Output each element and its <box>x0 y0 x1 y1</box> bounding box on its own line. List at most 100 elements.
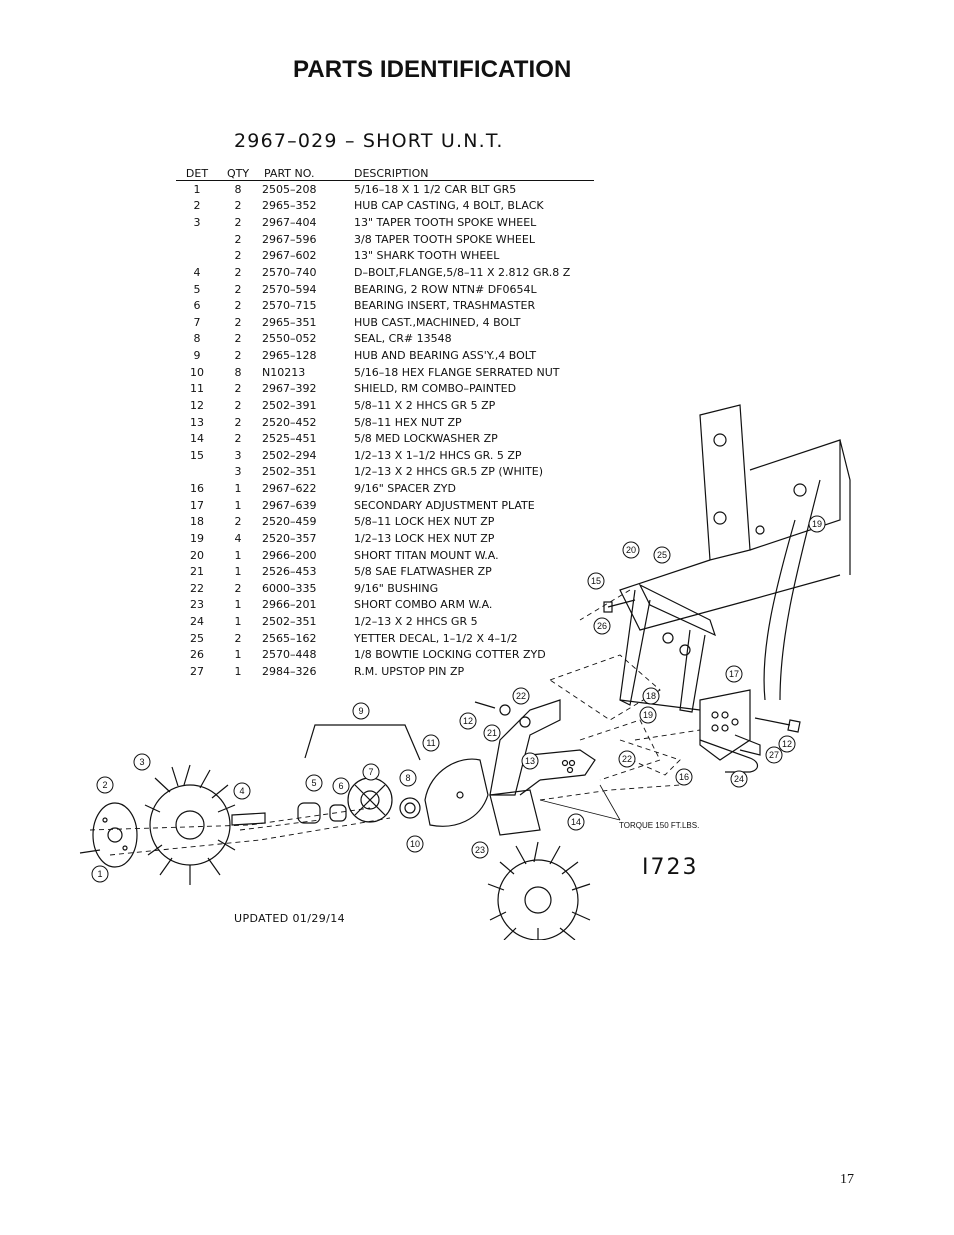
cell-qty: 2 <box>234 382 242 396</box>
callout-circle <box>808 515 826 533</box>
callout-12: 12 <box>459 712 477 730</box>
callout-label: 11 <box>426 738 435 748</box>
cell-description: 5/16–18 HEX FLANGE SERRATED NUT <box>354 365 560 379</box>
cell-part-no: 2965–352 <box>262 199 317 213</box>
drawing-title: 2967–029 – SHORT U.N.T. <box>234 130 504 152</box>
callout-circle <box>730 770 748 788</box>
cell-part-no: 2525–451 <box>262 432 317 446</box>
callout-label: 16 <box>679 772 689 782</box>
cell-part-no: 2502–391 <box>262 398 317 412</box>
callout-16: 16 <box>675 768 693 786</box>
callout-label: 22 <box>622 754 632 764</box>
callout-label: 18 <box>646 691 656 701</box>
callout-22: 22 <box>618 750 636 768</box>
header-description: DESCRIPTION <box>354 164 594 181</box>
callout-25: 25 <box>653 546 671 564</box>
callout-label: 25 <box>657 550 667 560</box>
callout-circle <box>459 712 477 730</box>
callout-circle <box>96 776 114 794</box>
cell-qty: 1 <box>234 648 242 662</box>
cell-qty: 2 <box>234 415 242 429</box>
cell-det: 11 <box>190 382 204 396</box>
cell-description: HUB AND BEARING ASS'Y.,4 BOLT <box>354 349 537 363</box>
callout-19: 19 <box>808 515 826 533</box>
callout-circle <box>593 617 611 635</box>
cell-part-no: 2502–351 <box>262 615 317 629</box>
bearing-insert <box>329 804 347 822</box>
cell-det: 16 <box>190 482 204 496</box>
cell-description: HUB CAP CASTING, 4 BOLT, BLACK <box>354 199 544 213</box>
cell-det <box>176 231 218 248</box>
callout-label: 7 <box>368 767 373 777</box>
callout-15: 15 <box>587 572 605 590</box>
cell-part-no: 2967–404 <box>262 216 317 230</box>
cell-det: 4 <box>193 265 201 279</box>
cell-description: 9/16" BUSHING <box>354 581 439 595</box>
hub-cap <box>92 802 138 868</box>
callout-18: 18 <box>642 687 660 705</box>
page-title: PARTS IDENTIFICATION <box>293 56 572 83</box>
cell-part-no: 2520–452 <box>262 415 317 429</box>
callout-circle <box>725 665 743 683</box>
callout-label: 4 <box>239 786 244 796</box>
callout-circle <box>653 546 671 564</box>
cell-description: YETTER DECAL, 1–1/2 X 4–1/2 <box>354 631 518 645</box>
callout-5: 5 <box>305 774 323 792</box>
callout-circle <box>305 774 323 792</box>
cell-det: 2 <box>193 199 201 213</box>
callout-circle <box>233 782 251 800</box>
cell-det: 20 <box>190 548 204 562</box>
callout-21: 21 <box>483 724 501 742</box>
cell-det: 12 <box>190 398 204 412</box>
shield <box>424 758 489 827</box>
callout-label: 15 <box>591 576 601 586</box>
upstop-pin <box>699 739 759 773</box>
callout-circle <box>618 750 636 768</box>
cell-part-no: 2984–326 <box>262 664 317 678</box>
cell-qty: 2 <box>234 349 242 363</box>
callout-label: 5 <box>311 778 316 788</box>
assembly-lines <box>89 589 701 856</box>
callout-20: 20 <box>622 541 640 559</box>
cell-part-no: 2570–448 <box>262 648 317 662</box>
callout-label: 8 <box>405 773 410 783</box>
callout-label: 6 <box>338 781 343 791</box>
callout-circle <box>352 702 370 720</box>
cell-qty: 1 <box>234 548 242 562</box>
callout-22: 22 <box>512 687 530 705</box>
cell-det: 9 <box>193 349 201 363</box>
cell-part-no: 2520–357 <box>262 531 317 545</box>
callout-circle <box>587 572 605 590</box>
hub-assembly-bracket <box>304 724 421 761</box>
cell-qty: 2 <box>234 265 242 279</box>
cell-det: 26 <box>190 648 204 662</box>
cell-det: 14 <box>190 432 204 446</box>
callout-24: 24 <box>730 770 748 788</box>
callout-circle <box>639 706 657 724</box>
table-header-row: DET QTY PART NO. DESCRIPTION <box>176 164 594 181</box>
callout-label: 24 <box>734 774 744 784</box>
cell-det: 23 <box>190 598 204 612</box>
cell-det: 8 <box>193 332 201 346</box>
cell-qty: 8 <box>234 365 242 379</box>
callout-12: 12 <box>778 735 796 753</box>
header-part-no: PART NO. <box>258 164 354 181</box>
callout-label: 17 <box>729 669 739 679</box>
callout-label: 14 <box>571 817 581 827</box>
cell-part-no: 2502–351 <box>262 465 317 479</box>
callout-14: 14 <box>567 813 585 831</box>
callout-circle <box>471 841 489 859</box>
cell-part-no: 2505–208 <box>262 182 317 196</box>
callout-circle <box>765 746 783 764</box>
callout-label: 23 <box>475 845 485 855</box>
cell-description: 5/8 SAE FLATWASHER ZP <box>354 565 492 579</box>
